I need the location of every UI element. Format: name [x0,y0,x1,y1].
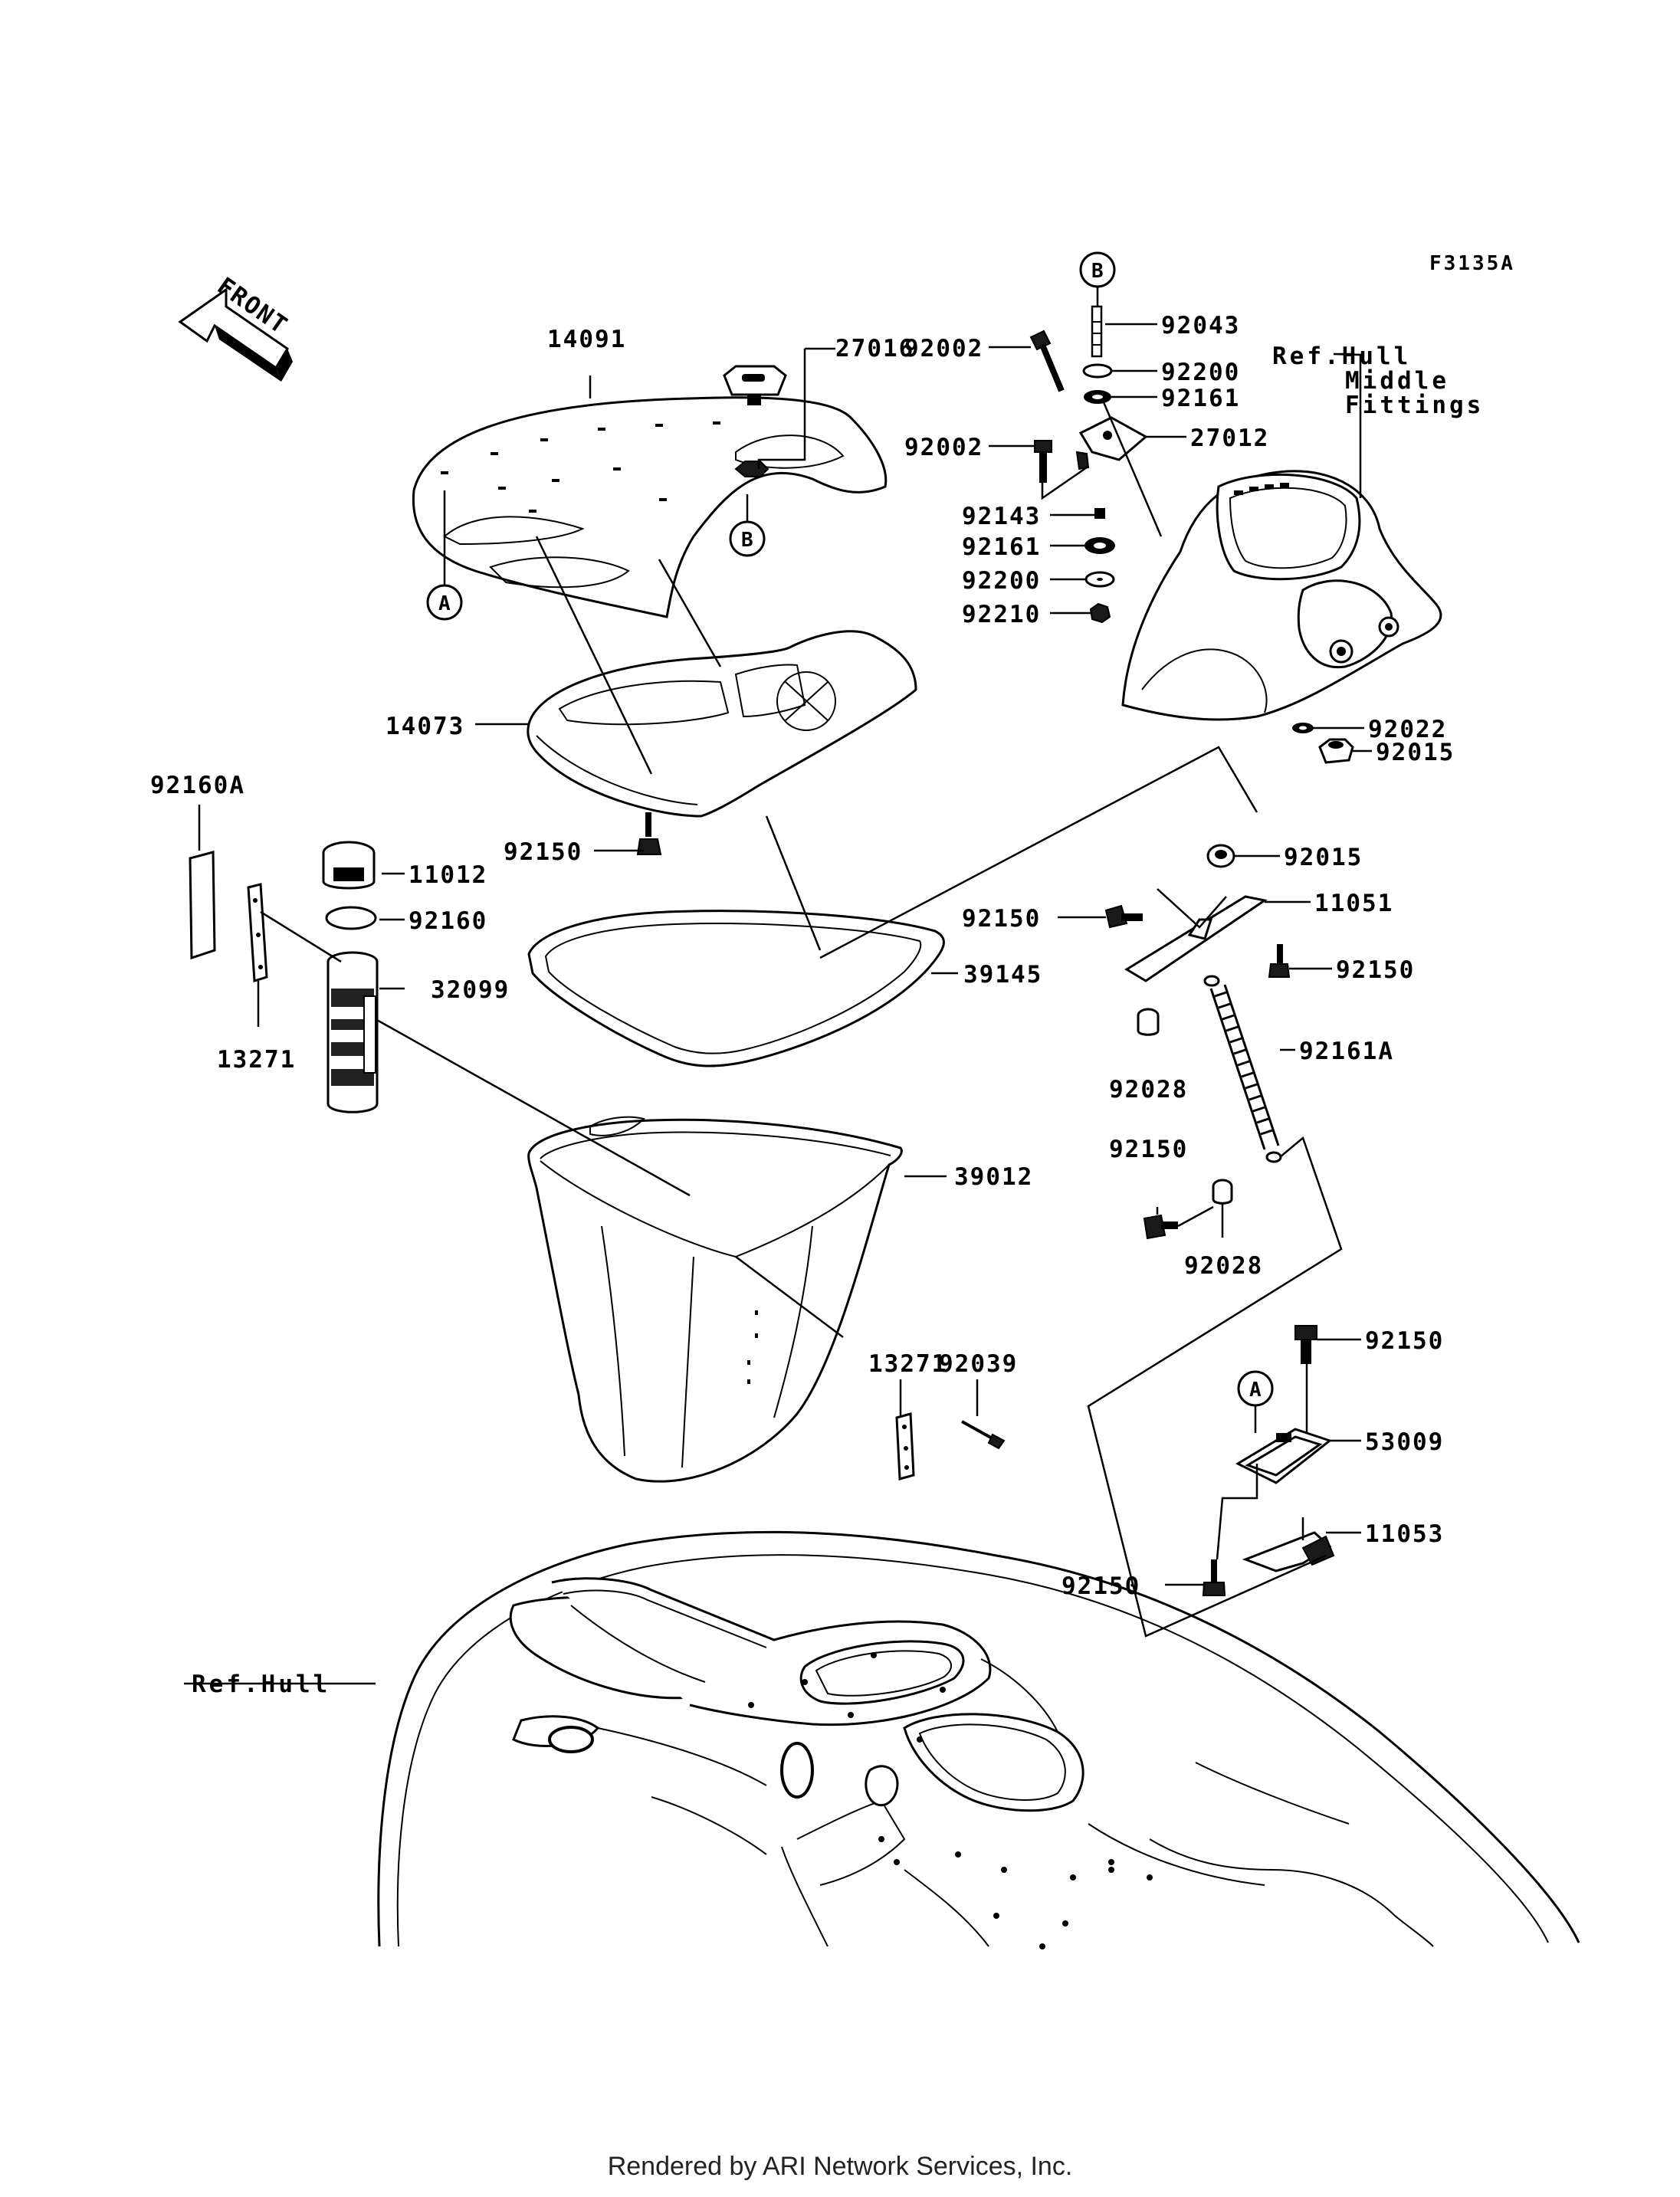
label-ref-hull-middle: Ref.Hull [1272,343,1411,370]
hook-27016 [723,365,787,477]
marker-a-seat: A [426,584,463,621]
label-92002-b: 92002 [904,434,983,461]
label-39145: 39145 [963,961,1042,989]
nut-92015-a [1318,738,1354,764]
plate-13271-left [247,883,268,983]
svg-text:B: B [741,529,753,552]
strap-11051 [1124,895,1268,982]
leader-lines [184,323,1372,1685]
label-92160A: 92160A [150,772,245,799]
svg-text:A: A [1249,1379,1262,1402]
label-11051: 11051 [1314,890,1393,917]
label-92161A: 92161A [1299,1038,1394,1065]
label-92039: 92039 [939,1350,1018,1378]
label-92200-mid: 92200 [962,567,1041,595]
seat-pan-14073 [527,630,917,818]
bolt-92150-d [1294,1325,1317,1364]
tube-32099 [326,951,379,1113]
svg-text:A: A [438,592,451,615]
marker-a-latch: A [1237,1370,1274,1407]
front-arrow-icon: FRONT [178,272,293,382]
gasket-39145 [527,910,945,1067]
label-92160: 92160 [409,907,487,935]
label-27016: 27016 [835,335,914,362]
latch-53009 [1235,1428,1333,1484]
label-53009: 53009 [1365,1428,1444,1456]
washer-92161-top [1084,390,1111,404]
label-14073: 14073 [386,713,464,740]
label-11053: 11053 [1365,1520,1444,1548]
nut-92015-b [1206,844,1235,868]
figure-code: F3135A [1429,252,1515,275]
label-fittings: Fittings [1345,392,1484,419]
label-11012: 11012 [409,861,487,889]
render-credit: Rendered by ARI Network Services, Inc. [607,2152,1073,2181]
label-14091: 14091 [547,326,626,353]
washer-92022 [1292,723,1314,733]
label-92150-tray: 92150 [504,838,582,866]
storage-bin-39012 [527,1116,903,1483]
nut-92210 [1089,602,1111,624]
spring-92161A [1203,975,1282,1163]
cover-92160A [189,851,216,960]
label-92150-a: 92150 [962,905,1041,933]
label-92002-a: 92002 [904,335,983,362]
label-92143: 92143 [962,503,1041,530]
label-92150-d: 92150 [1365,1327,1444,1355]
label-ref-hull: Ref.Hull [192,1671,330,1698]
label-92200-top: 92200 [1161,359,1240,386]
label-92210: 92210 [962,601,1041,628]
label-92150-b: 92150 [1336,956,1415,984]
label-92150-e: 92150 [1061,1572,1140,1600]
label-92161-mid: 92161 [962,533,1041,561]
marker-b-seat: B [729,520,766,557]
bolt-92002-a [1029,330,1065,392]
label-92150-c: 92150 [1109,1136,1188,1163]
bolt-92002-b [1034,440,1052,483]
o-ring-92160 [325,906,377,930]
bolt-92150-b [1268,944,1291,978]
collar-92028-b [1212,1179,1233,1205]
washer-92200-top [1082,363,1113,379]
washer-92161-mid [1084,537,1115,554]
label-39012: 39012 [954,1163,1033,1191]
bolt-92150-a [1104,904,1143,929]
label-middle: Middle [1345,367,1449,395]
label-27012: 27012 [1190,425,1269,452]
bracket-11053 [1242,1531,1335,1572]
bolt-92150-tray [636,812,662,855]
screw-92039 [961,1420,1006,1450]
hull-reference [377,1530,1580,1949]
label-92015-a: 92015 [1376,739,1455,766]
nut-92143 [1094,508,1105,519]
label-13271-left: 13271 [217,1046,296,1074]
label-92022: 92022 [1368,716,1447,743]
washer-92200-mid [1084,571,1115,588]
middle-fittings [1121,470,1442,721]
label-92015-b: 92015 [1284,844,1363,871]
svg-text:B: B [1091,260,1104,283]
bolt-92150-e [1202,1559,1226,1596]
bolt-92043 [1091,305,1103,358]
label-13271-right: 13271 [868,1350,947,1378]
bolt-92150-c [1143,1214,1178,1240]
marker-b-top: B [1079,251,1116,288]
seat-cover-14091 [412,396,888,618]
label-32099: 32099 [431,976,510,1004]
label-92028-b: 92028 [1184,1252,1263,1280]
label-92043: 92043 [1161,312,1240,339]
plate-13271-right [895,1412,915,1481]
collar-92028-a [1137,1008,1160,1036]
cap-11012 [322,841,376,890]
bracket-27012 [1075,416,1148,471]
label-92161-top: 92161 [1161,385,1240,412]
part-labels: 14091 27016 14073 92160A 11012 92160 320… [150,312,1484,1698]
label-92028-a: 92028 [1109,1076,1188,1103]
